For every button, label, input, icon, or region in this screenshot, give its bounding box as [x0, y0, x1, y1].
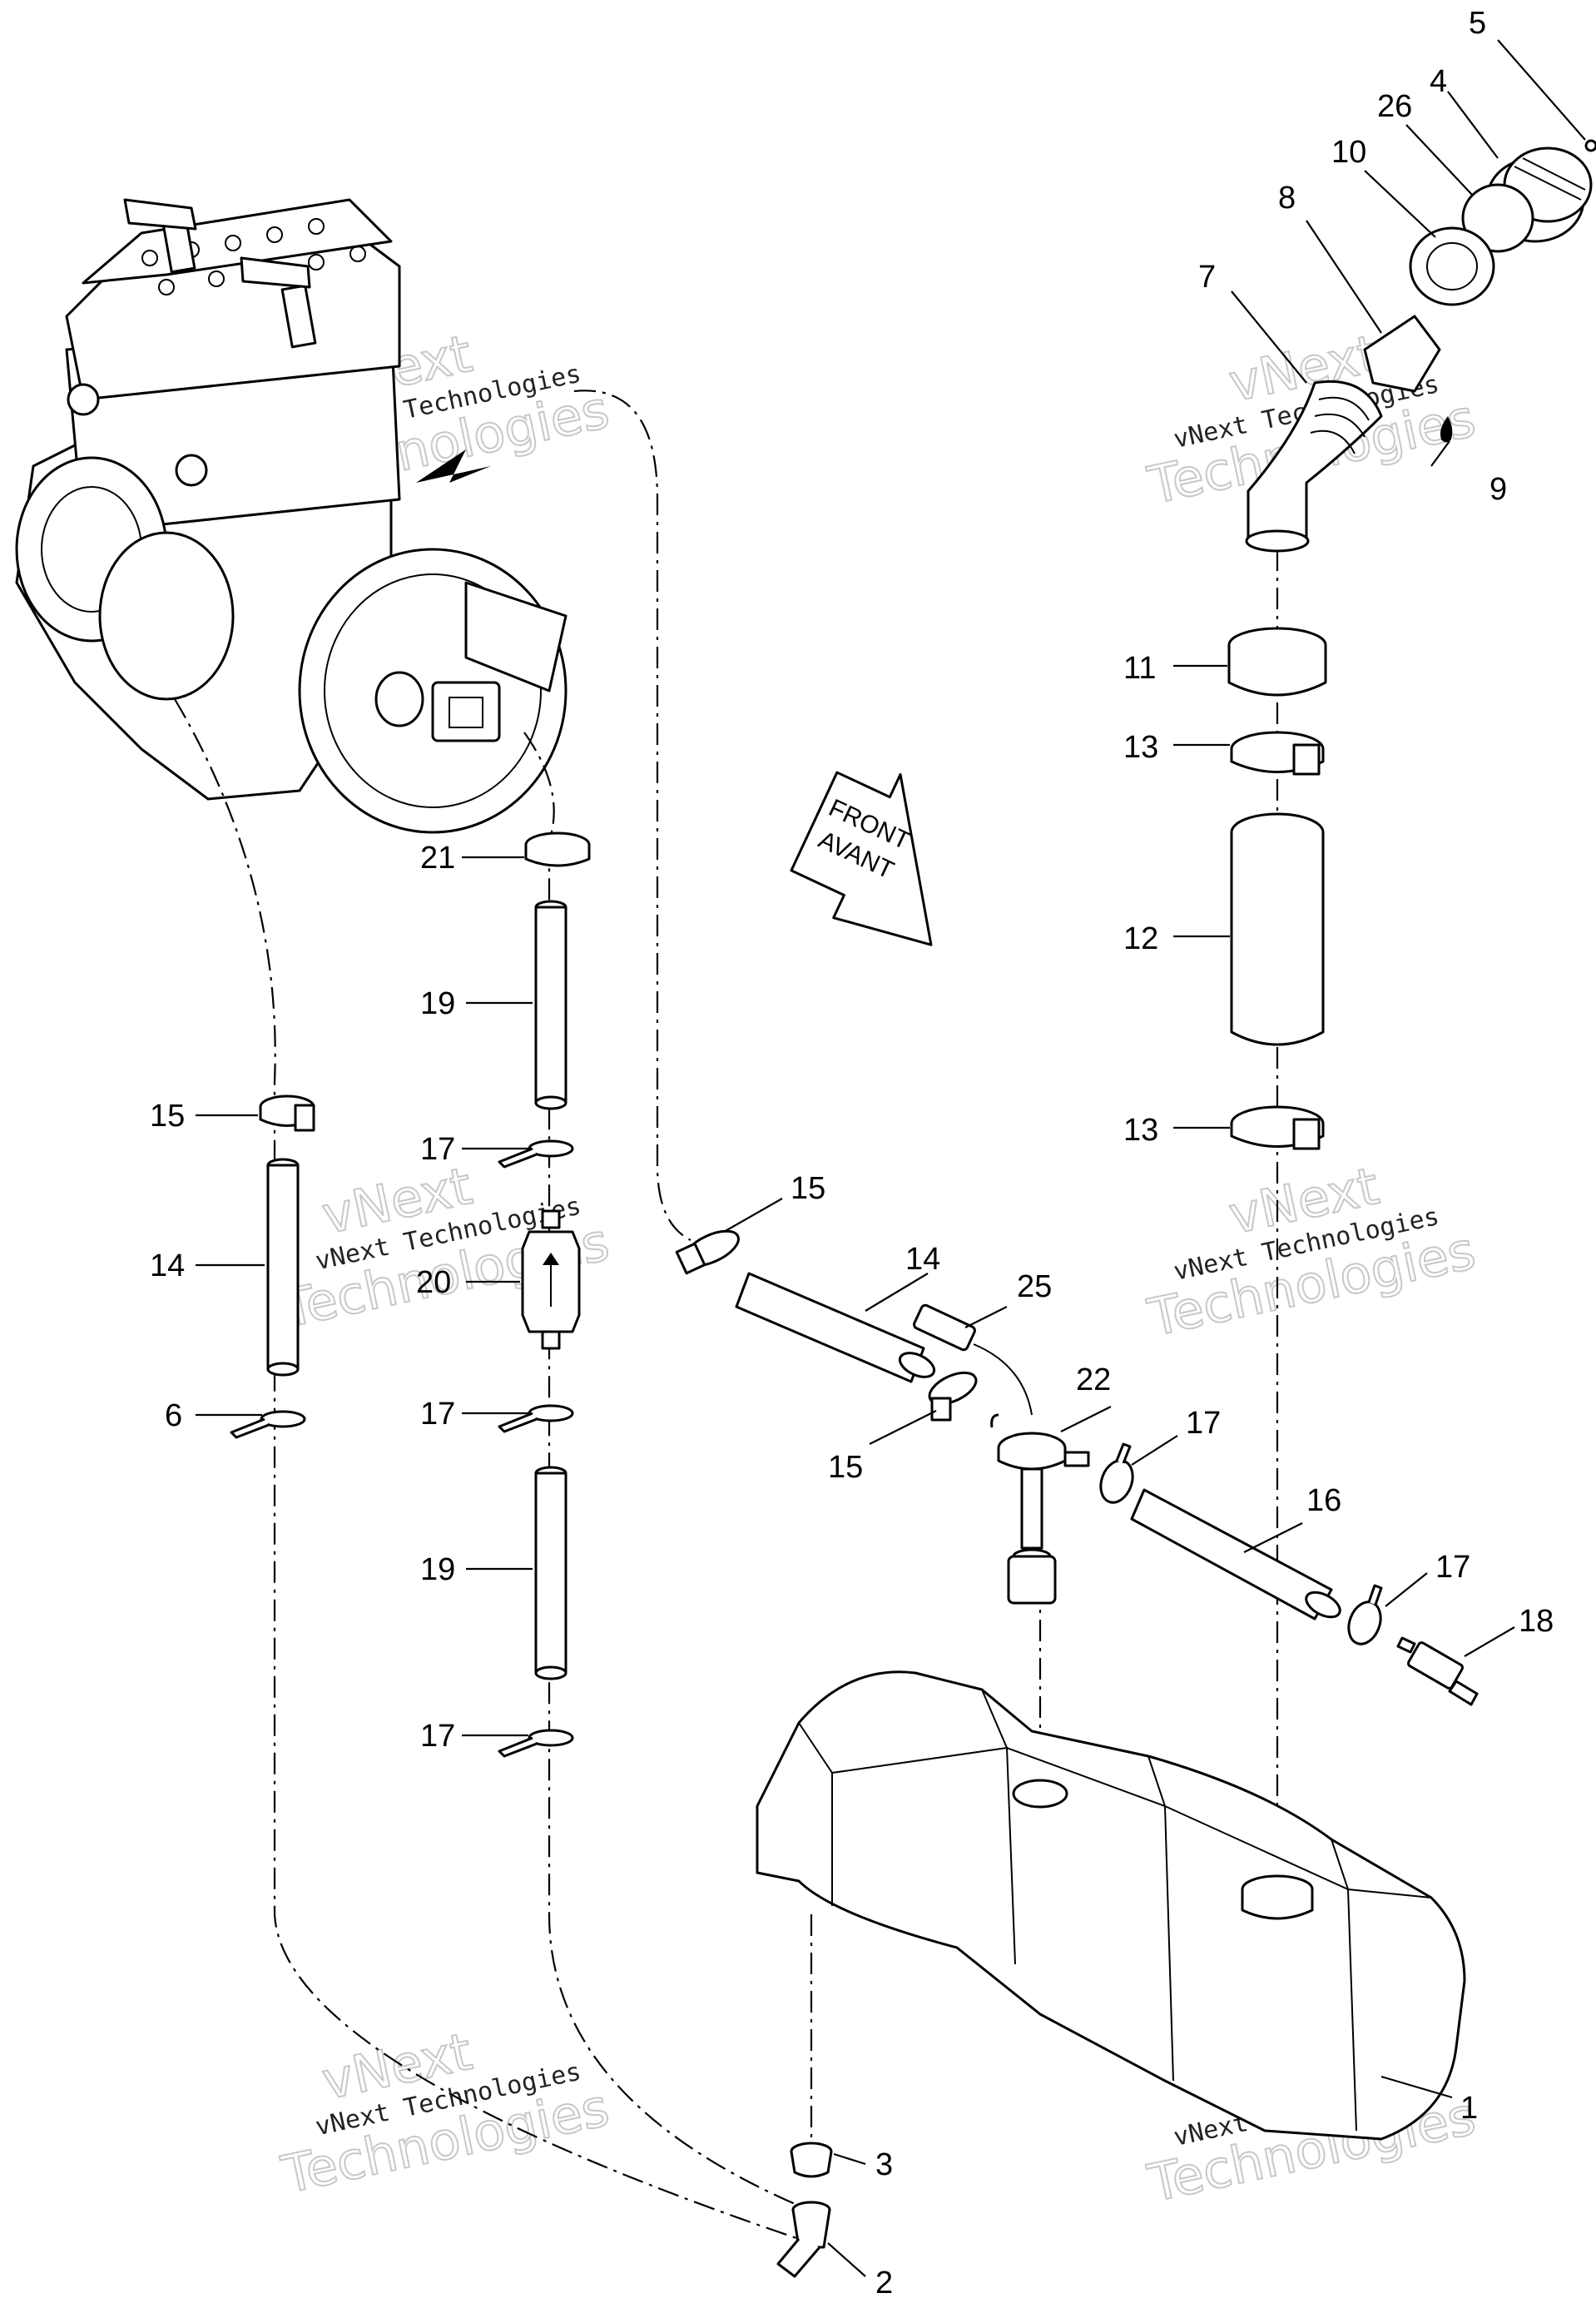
callout-8: 8: [1278, 181, 1296, 216]
clip-6: [230, 1410, 306, 1439]
clamp-15-lower: [928, 1371, 978, 1422]
callout-14: 14: [150, 1248, 185, 1283]
leader-lines: [196, 39, 1586, 2277]
callout-3: 3: [875, 2147, 893, 2182]
callout-4: 4: [1430, 64, 1447, 99]
sensor-25: [913, 1303, 1033, 1416]
front-direction-arrow: FRONT AVANT: [790, 771, 933, 946]
watermark: vNext vNext Technologies Technologies: [1142, 1154, 1481, 1349]
clip-17-e: [1347, 1584, 1383, 1645]
filler-neck-assembly: [1245, 139, 1596, 553]
callout-25: 25: [1017, 1269, 1052, 1304]
hose-19-upper: [534, 900, 568, 1110]
callout-9: 9: [1489, 472, 1507, 507]
callout-5: 5: [1469, 6, 1486, 41]
callout-labels: 5 4 26 10 8 7 9 11 13 12 13 21 19 15 17 …: [150, 6, 1554, 2298]
fuel-tank: [756, 1670, 1466, 2141]
hose-clamp-lower: [1230, 1105, 1325, 1150]
hose-14-left: [266, 1158, 300, 1377]
callout-2: 2: [875, 2266, 893, 2298]
callout-10: 10: [1331, 135, 1366, 170]
callout-19: 19: [420, 986, 455, 1021]
callout-17: 17: [1186, 1406, 1221, 1441]
callout-13: 13: [1123, 1113, 1158, 1148]
callout-17: 17: [420, 1397, 455, 1432]
callout-15: 15: [791, 1171, 825, 1206]
callout-1: 1: [1460, 2091, 1478, 2126]
grommet-3: [790, 2142, 833, 2178]
pickup-tube-22: [990, 1413, 1090, 1605]
callout-14: 14: [905, 1242, 940, 1277]
filler-nut: [1227, 627, 1327, 697]
tether-dot: [1584, 139, 1596, 152]
callout-18: 18: [1519, 1604, 1554, 1639]
callout-12: 12: [1123, 921, 1158, 956]
filler-hose: [1230, 812, 1325, 1046]
callout-17: 17: [420, 1719, 455, 1754]
hose-19-lower: [534, 1466, 568, 1680]
callout-15: 15: [150, 1099, 185, 1134]
callout-16: 16: [1306, 1483, 1341, 1518]
callout-15: 15: [828, 1450, 863, 1485]
clip-17-d: [1099, 1442, 1134, 1504]
clamp-15-upper: [675, 1229, 740, 1275]
callout-6: 6: [165, 1398, 182, 1433]
hose-16: [1130, 1488, 1341, 1621]
callout-7: 7: [1198, 260, 1216, 295]
callout-19: 19: [420, 1552, 455, 1587]
clip-17-c: [498, 1729, 574, 1758]
engine: [15, 198, 568, 834]
callout-13: 13: [1123, 730, 1158, 765]
hose-14-diagonal: [735, 1272, 936, 1383]
callout-17: 17: [1435, 1550, 1470, 1585]
callout-26: 26: [1377, 89, 1412, 124]
callout-20: 20: [416, 1265, 451, 1300]
clamp-21: [524, 831, 591, 867]
check-valve-18: [1396, 1636, 1479, 1706]
callout-21: 21: [420, 841, 455, 876]
callout-22: 22: [1076, 1362, 1111, 1397]
callout-11: 11: [1123, 651, 1156, 686]
clamp-15-left: [259, 1094, 315, 1132]
elbow-fitting-2: [776, 2201, 831, 2278]
clip-17-b: [498, 1404, 574, 1433]
fuel-filter: [521, 1209, 581, 1350]
clip-17-a: [498, 1139, 574, 1169]
callout-17: 17: [420, 1132, 455, 1167]
watermark: vNext vNext Technologies Technologies: [275, 2020, 615, 2206]
hose-clamp-upper: [1230, 731, 1325, 776]
